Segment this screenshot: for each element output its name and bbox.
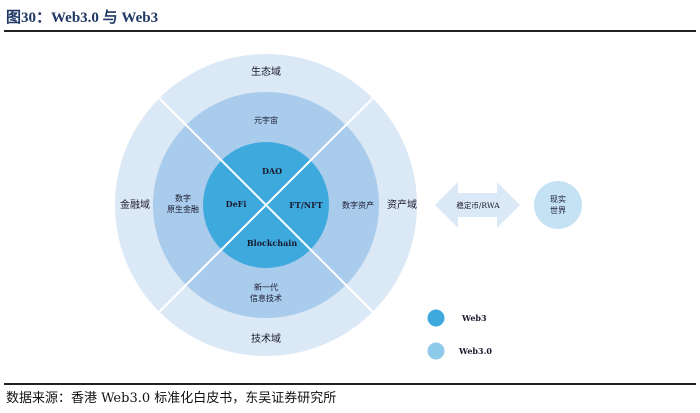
legend-web30-label: Web3.0 (458, 346, 492, 356)
outer-top-label: 生态域 (251, 65, 281, 78)
middle-left-label-1: 数字 (175, 193, 191, 203)
outer-right-label: 资产域 (387, 198, 417, 211)
inner-top-label: DAO (262, 166, 282, 176)
middle-right-label: 数字资产 (342, 200, 374, 210)
legend-web30-swatch (427, 342, 445, 360)
bottom-divider (4, 383, 696, 385)
legend-web3-label: Web3 (461, 313, 487, 323)
figure-title: 图30：Web3.0 与 Web3 (6, 10, 159, 26)
source-note: 数据来源：香港 Web3.0 标准化白皮书，东吴证券研究所 (6, 391, 337, 406)
double-arrow-icon (435, 182, 520, 228)
divider-line (158, 97, 374, 313)
inner-right-label: FT/NFT (289, 200, 323, 210)
arrow-label: 稳定币/RWA (456, 200, 500, 210)
middle-bottom-label-2: 信息技术 (250, 293, 282, 303)
real-world-label-2: 世界 (550, 205, 566, 215)
middle-left-label-2: 原生金融 (167, 204, 199, 214)
inner-bottom-label: Blockchain (247, 238, 297, 248)
inner-left-label: DeFi (226, 199, 247, 209)
top-divider (4, 30, 696, 32)
legend-web3-swatch (427, 309, 445, 327)
middle-top-label: 元宇宙 (254, 115, 278, 125)
real-world-circle (534, 181, 582, 229)
real-world-label-1: 现实 (550, 194, 566, 204)
middle-bottom-label-1: 新一代 (254, 282, 278, 292)
outer-bottom-label: 技术域 (251, 332, 281, 345)
outer-left-label: 金融域 (120, 198, 150, 211)
